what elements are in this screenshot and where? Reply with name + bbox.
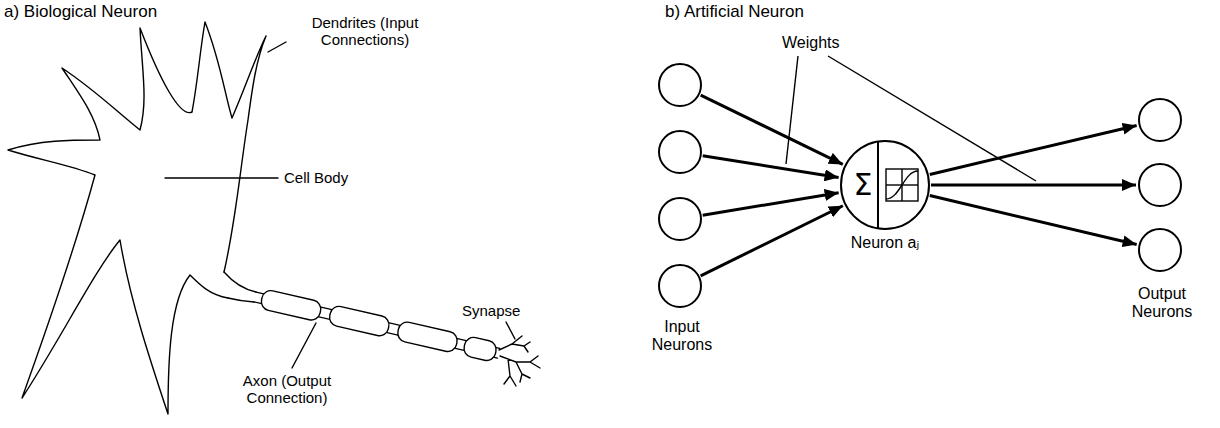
weight-arrow [931, 184, 1136, 187]
part-label: Cell Body [282, 169, 350, 186]
input-neuron [658, 63, 702, 107]
weight-arrow [701, 95, 843, 164]
cell-outline [8, 22, 266, 414]
weight-arrow [703, 156, 839, 178]
weights-label: Weights [780, 34, 842, 52]
part-label: Synapse [460, 302, 522, 319]
myelin-sheath [396, 320, 459, 353]
axon-joint [228, 298, 254, 302]
weight-arrow [930, 196, 1137, 245]
group-label: Input Neurons [643, 318, 721, 355]
leader-line [506, 322, 515, 339]
leader-line [268, 42, 286, 52]
leader-line [292, 323, 316, 368]
sigmoid-curve [886, 171, 918, 199]
weight-arrow [930, 126, 1137, 175]
input-neuron [658, 130, 702, 174]
neuron-name: Neuron aⱼ [851, 234, 920, 252]
weight-arrow [703, 193, 839, 216]
neuron-aj: ΣNeuron aⱼ [840, 140, 930, 230]
part-label: Axon (Output Connection) [205, 372, 369, 407]
input-neuron [658, 264, 702, 308]
weight-arrow [701, 206, 843, 276]
input-neuron [658, 197, 702, 241]
myelin-sheath [462, 336, 498, 363]
synapse-terminal [499, 336, 540, 386]
leader-line [828, 56, 1036, 181]
group-label: Output Neurons [1122, 285, 1202, 322]
output-neuron [1138, 98, 1182, 142]
axon-joint [224, 272, 256, 292]
panel-title: a) Biological Neuron [2, 2, 159, 22]
myelin-sheath [328, 305, 391, 338]
myelin-sheath [260, 289, 323, 322]
neuron-divider [877, 142, 879, 228]
leader-line [786, 56, 798, 164]
output-neuron [1138, 163, 1182, 207]
part-label: Dendrites (Input Connections) [288, 14, 442, 49]
activation-graph [886, 169, 918, 201]
output-neuron [1138, 228, 1182, 272]
leader-line [165, 177, 278, 178]
sum-symbol: Σ [846, 168, 880, 203]
panel-title: b) Artificial Neuron [663, 2, 806, 22]
